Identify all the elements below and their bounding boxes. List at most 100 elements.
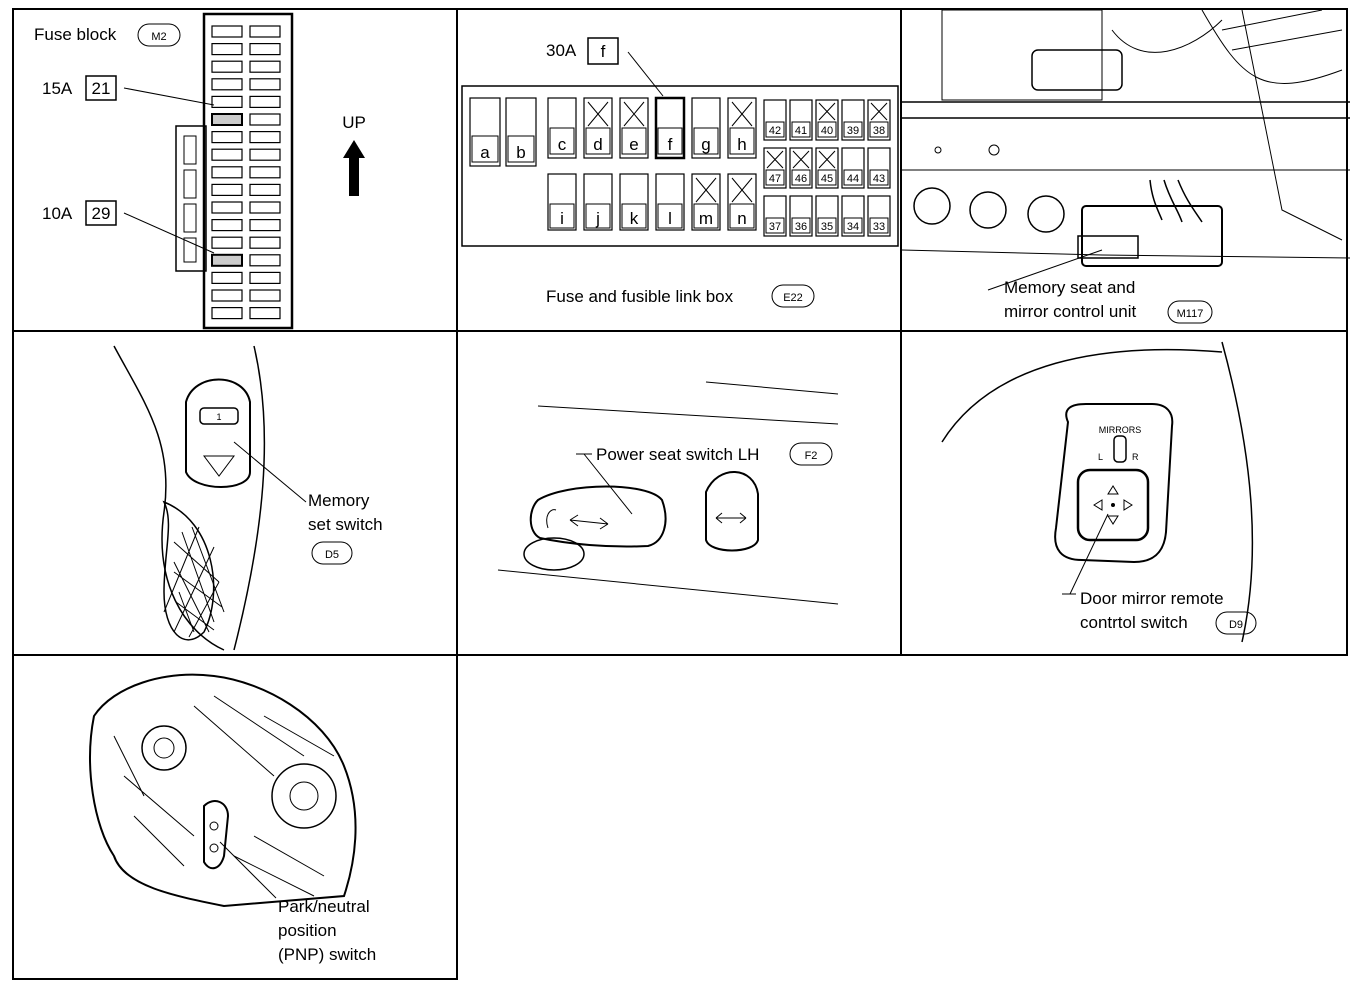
small-fuse-cross <box>766 150 784 169</box>
link-slot-f <box>654 96 686 160</box>
fuse-block-title: Fuse block <box>34 25 117 44</box>
memory-switch-label-1: Memory <box>308 491 370 510</box>
small-fuse-label-box <box>843 121 863 138</box>
connector-m117-label: M117 <box>1177 308 1204 320</box>
connector-badge <box>1215 611 1257 635</box>
link-slot-label-box <box>693 127 719 155</box>
link-slot-cross <box>587 101 609 127</box>
fuse-29-box <box>85 200 117 226</box>
panel-memory-control-unit: Memory seat and mirror control unit M117 <box>900 8 1350 332</box>
link-slot-letter: l <box>668 209 672 228</box>
small-fuse-number: 34 <box>847 221 859 233</box>
small-fuse-label-box <box>765 121 785 138</box>
small-fuse-label-box <box>869 121 889 138</box>
link-slot-label-box <box>657 127 683 155</box>
link-slot-a <box>469 97 501 167</box>
link-slot-label-box <box>585 203 611 229</box>
link-slot-n <box>727 173 757 231</box>
link-slot-k <box>619 173 649 231</box>
fuse-slot <box>211 95 243 109</box>
fuse-slot <box>249 183 281 196</box>
mirror-right-label: R <box>1132 452 1139 462</box>
small-fuse-42 <box>763 99 787 141</box>
small-fuse-cross <box>818 150 836 169</box>
connector-f2-label: F2 <box>805 450 818 462</box>
link-slot-h <box>727 97 757 159</box>
small-fuse-label-box <box>817 217 837 234</box>
up-arrow-icon <box>343 140 365 196</box>
link-slot-label-box <box>471 135 499 163</box>
link-slot-cross <box>731 177 753 203</box>
fuse-29-number: 29 <box>92 204 111 223</box>
link-slot-j <box>583 173 613 231</box>
small-fuse-41 <box>789 99 813 141</box>
control-unit-leader <box>987 249 1103 291</box>
link-slot-label-box <box>549 127 575 155</box>
small-fuse-number: 36 <box>795 221 807 233</box>
fuse-slot <box>249 201 281 214</box>
fuse-slot <box>211 130 243 144</box>
link-slot-d <box>583 97 613 159</box>
connector-d5-label: D5 <box>325 549 339 561</box>
link-slot-e <box>619 97 649 159</box>
link-slot-label-box <box>621 203 647 229</box>
link-slot-label-box <box>621 127 647 155</box>
connector-m2-label: M2 <box>151 31 166 43</box>
mirror-switch-label-1: Door mirror remote <box>1080 589 1224 608</box>
small-fuse-39 <box>841 99 865 141</box>
link-slot-letter: h <box>737 135 746 154</box>
small-fuse-number: 46 <box>795 173 807 185</box>
pnp-switch-drawing: Park/neutral position (PNP) switch <box>89 673 376 964</box>
fuse-block-side-tab <box>175 125 207 272</box>
small-fuse-label-box <box>817 169 837 186</box>
control-unit-drawing: Memory seat and mirror control unit M117 <box>902 10 1350 324</box>
small-fuse-label-box <box>843 217 863 234</box>
pnp-label-2: position <box>278 921 337 940</box>
fuse-f-leader <box>627 51 664 97</box>
fuse-slot <box>211 289 243 302</box>
fuse-slot <box>249 148 281 161</box>
fuse-slot <box>249 166 281 179</box>
mirror-selector-toggle <box>1113 435 1127 463</box>
small-fuse-number: 39 <box>847 125 859 137</box>
connector-e22-label: E22 <box>783 292 803 304</box>
transmission-body <box>89 673 357 908</box>
pnp-label-1: Park/neutral <box>278 897 370 916</box>
fuse-21-number: 21 <box>92 79 111 98</box>
control-unit-label-2: mirror control unit <box>1004 302 1137 321</box>
panel-pnp-switch: Park/neutral position (PNP) switch <box>12 654 458 980</box>
fuse-slot <box>249 113 281 126</box>
fuse-slot <box>249 307 281 320</box>
fuse-slot <box>211 219 243 232</box>
connector-badge <box>137 23 181 47</box>
fuse-slot <box>211 166 243 179</box>
link-slot-letter: j <box>595 209 600 228</box>
mirrors-label: MIRRORS <box>1099 425 1142 435</box>
small-fuse-label-box <box>765 217 785 234</box>
link-slot-label-box <box>657 203 683 229</box>
link-slot-c <box>547 97 577 159</box>
link-slot-letter: f <box>668 135 673 154</box>
fuse-grid <box>211 25 281 320</box>
pnp-switch-leader <box>219 841 277 899</box>
fuse-f-box <box>587 37 619 65</box>
fuse-slot <box>249 236 281 249</box>
seat-switch-body <box>529 485 667 548</box>
mirror-switch-leader <box>1069 513 1109 595</box>
panel-door-mirror-switch: MIRRORS L R Door mirror remote contrtol … <box>900 330 1348 656</box>
fuse-slot <box>249 254 281 267</box>
fuse-slot <box>211 271 243 284</box>
link-slot-label-box <box>729 127 755 155</box>
connector-badge <box>789 442 833 466</box>
small-fuse-number: 41 <box>795 125 807 137</box>
link-slot-letter: c <box>558 135 567 154</box>
link-slot-letter: b <box>516 143 525 162</box>
small-fuse-38 <box>867 99 891 141</box>
memory-switch-label-2: set switch <box>308 515 383 534</box>
link-slot-cross <box>695 177 717 203</box>
connector-badge <box>311 541 353 565</box>
fuse-slot <box>211 183 243 196</box>
fuse-29-leader <box>123 212 215 254</box>
